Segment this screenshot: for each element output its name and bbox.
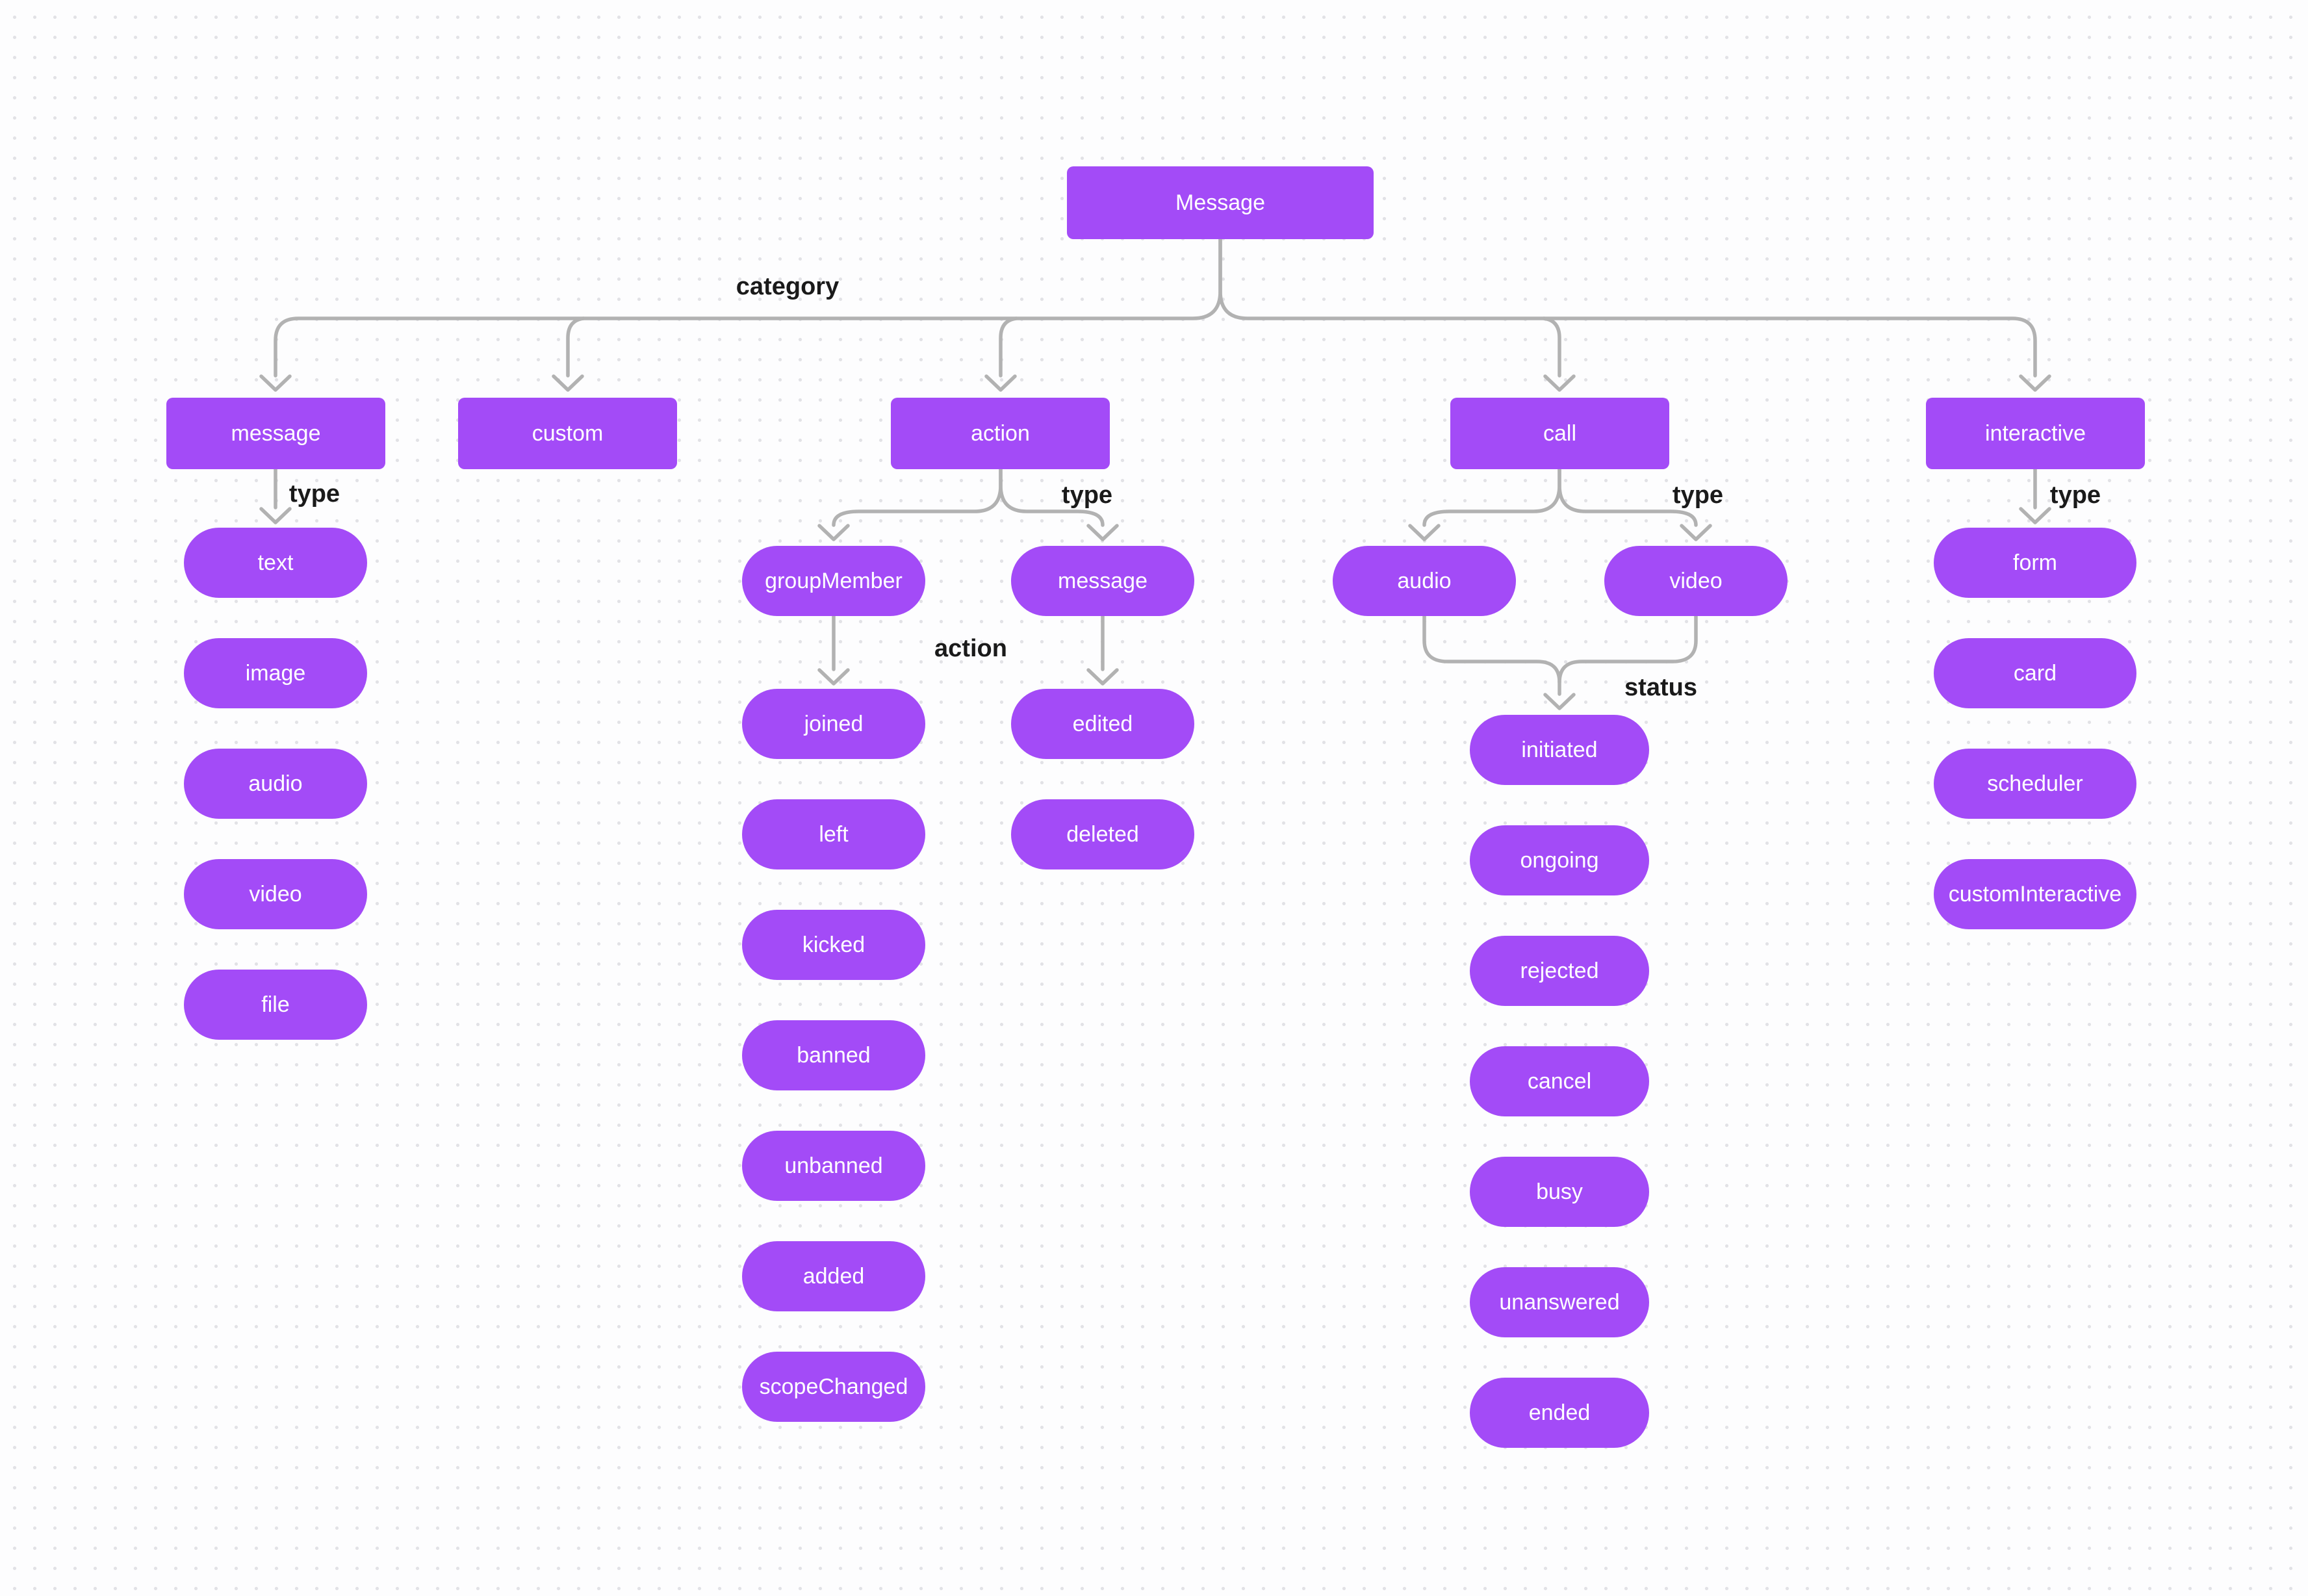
arrowhead-initiated: [1543, 693, 1576, 710]
node-gm-action-kicked[interactable]: kicked: [742, 910, 925, 980]
edge-label-type-interactive: type: [2049, 482, 2101, 509]
connector-call-status-merge: [1422, 614, 1698, 710]
edge-label-action: action: [934, 635, 1007, 662]
edge-label-type-call: type: [1672, 482, 1724, 509]
node-gm-action-left[interactable]: left: [742, 799, 925, 869]
connector-action-to-groupmember: [832, 467, 1003, 527]
arrowhead-custom: [552, 374, 584, 392]
edge-label-status: status: [1624, 674, 1697, 701]
node-gm-action-joined[interactable]: joined: [742, 689, 925, 759]
node-gm-action-unbanned[interactable]: unbanned: [742, 1131, 925, 1201]
connector-drop-custom: [566, 316, 585, 378]
arrowhead-interactive: [2019, 374, 2051, 392]
node-gm-action-added[interactable]: added: [742, 1241, 925, 1311]
node-call-status-cancel[interactable]: cancel: [1470, 1046, 1649, 1116]
connector-action-type-split: [817, 467, 1119, 541]
connector-call-to-audio: [1422, 467, 1561, 527]
node-interactive-type-form[interactable]: form: [1934, 528, 2136, 598]
node-action-type-message[interactable]: message: [1011, 546, 1194, 616]
node-category-call[interactable]: call: [1450, 398, 1669, 469]
connector-drop-action: [999, 316, 1018, 378]
arrowhead-text: [259, 507, 292, 524]
node-call-status-unanswered[interactable]: unanswered: [1470, 1267, 1649, 1337]
connector-call-type-split: [1408, 467, 1712, 541]
arrowhead-video: [1680, 524, 1712, 541]
arrowhead-call: [1543, 374, 1576, 392]
arrowhead-joined: [817, 668, 850, 686]
arrowhead-message: [259, 374, 292, 392]
node-call-type-video[interactable]: video: [1604, 546, 1788, 616]
node-message-type-file[interactable]: file: [184, 970, 367, 1040]
arrowhead-action: [984, 374, 1017, 392]
node-interactive-type-custominteractive[interactable]: customInteractive: [1934, 859, 2136, 929]
node-category-custom[interactable]: custom: [458, 398, 677, 469]
connector-audio-to-status: [1422, 614, 1561, 696]
node-interactive-type-scheduler[interactable]: scheduler: [1934, 749, 2136, 819]
node-message-type-text[interactable]: text: [184, 528, 367, 598]
node-category-interactive[interactable]: interactive: [1926, 398, 2145, 469]
node-message-action-deleted[interactable]: deleted: [1011, 799, 1194, 869]
edge-label-type-action: type: [1061, 482, 1113, 509]
node-call-status-ongoing[interactable]: ongoing: [1470, 825, 1649, 895]
connector-groupmember-action: [817, 614, 1119, 686]
node-category-message[interactable]: message: [166, 398, 385, 469]
connector-drop-call: [1542, 316, 1561, 378]
node-call-status-initiated[interactable]: initiated: [1470, 715, 1649, 785]
node-gm-action-banned[interactable]: banned: [742, 1020, 925, 1090]
arrowhead-groupmember: [817, 524, 850, 541]
node-message-action-edited[interactable]: edited: [1011, 689, 1194, 759]
node-call-status-busy[interactable]: busy: [1470, 1157, 1649, 1227]
node-message-type-audio[interactable]: audio: [184, 749, 367, 819]
edge-label-type-message: type: [288, 480, 340, 508]
node-call-type-audio[interactable]: audio: [1333, 546, 1516, 616]
connector-video-to-status: [1558, 614, 1698, 684]
connector-interactive-type: [2019, 467, 2051, 524]
node-interactive-type-card[interactable]: card: [1934, 638, 2136, 708]
node-call-status-ended[interactable]: ended: [1470, 1378, 1649, 1448]
node-action-type-groupmember[interactable]: groupMember: [742, 546, 925, 616]
node-message-type-image[interactable]: image: [184, 638, 367, 708]
connector-root-to-right: [1218, 237, 2037, 378]
connector-category-split: [259, 237, 2051, 392]
node-category-action[interactable]: action: [891, 398, 1110, 469]
node-message-root[interactable]: Message: [1067, 166, 1374, 239]
arrowhead-action-message: [1086, 524, 1119, 541]
connector-call-to-video: [1558, 467, 1698, 527]
node-call-status-rejected[interactable]: rejected: [1470, 936, 1649, 1006]
connector-message-type: [259, 467, 292, 524]
node-gm-action-scopechanged[interactable]: scopeChanged: [742, 1352, 925, 1422]
arrowhead-edited: [1086, 668, 1119, 686]
connector-root-to-left: [274, 237, 1222, 378]
arrowhead-audio: [1408, 524, 1441, 541]
arrowhead-form: [2019, 507, 2051, 524]
edge-label-category: category: [736, 273, 840, 300]
node-message-type-video[interactable]: video: [184, 859, 367, 929]
connector-action-to-message: [999, 467, 1105, 527]
